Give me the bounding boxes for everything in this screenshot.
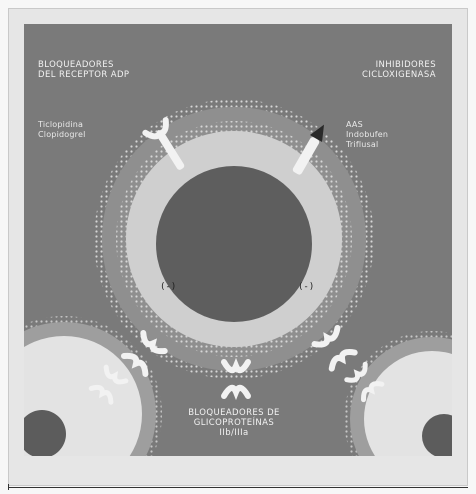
neighbor-platelet-right xyxy=(344,331,452,456)
adp-blockers-label: BLOQUEADORES DEL RECEPTOR ADP xyxy=(38,60,129,80)
bottom-tick xyxy=(8,484,9,490)
gp-blockers-label: BLOQUEADORES DE GLICOPROTEÍNAS IIb/IIIa xyxy=(154,408,314,438)
cox-inhibitors-label: INHIBIDORES CICLOXIGENASA xyxy=(316,60,436,80)
inhibition-sign-right: (-) xyxy=(298,282,314,292)
platelet-nucleus xyxy=(156,166,312,322)
adp-drugs-label: Ticlopidina Clopidogrel xyxy=(38,120,86,140)
gp-receptor-center-icon xyxy=(224,362,248,396)
inhibition-sign-left: (-) xyxy=(160,282,176,292)
platelet-diagram xyxy=(24,24,452,456)
bottom-rule xyxy=(8,487,468,488)
diagram-panel: BLOQUEADORES DEL RECEPTOR ADP INHIBIDORE… xyxy=(24,24,452,456)
cox-drugs-label: AAS Indobufen Triflusal xyxy=(346,120,388,150)
